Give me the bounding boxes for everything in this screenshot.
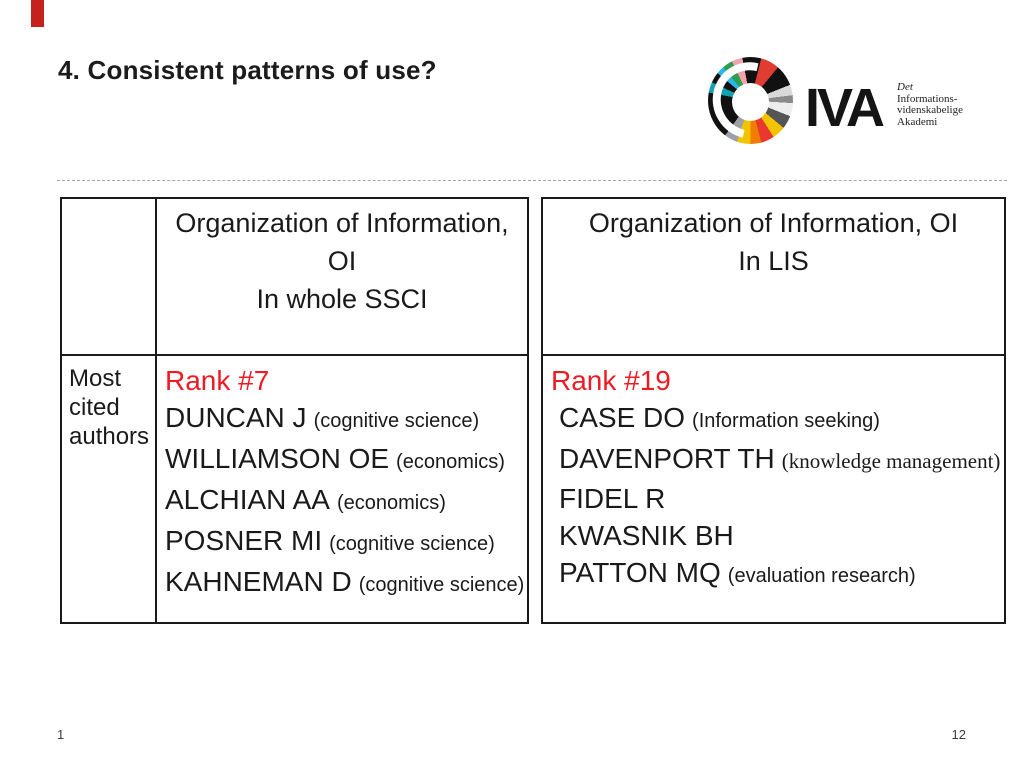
table-lis: Organization of Information, OI In LIS R… [541,197,1006,624]
author-name: DUNCAN J [165,402,307,433]
author-line: FIDEL R [551,480,1002,517]
author-name: CASE DO [559,402,686,433]
header-line: In whole SSCI [256,284,428,314]
rank-badge: Rank #7 [165,365,270,396]
header-line: In LIS [738,246,809,276]
author-line: KAHNEMAN D (cognitive science) [165,563,525,604]
author-line: ALCHIAN AA (economics) [165,481,525,522]
author-line: DAVENPORT TH(knowledge management) [551,440,1002,480]
author-name: ALCHIAN AA [165,484,330,515]
header-line: Organization of Information, OI [588,208,959,238]
slide-title: 4. Consistent patterns of use? [58,55,437,85]
author-note: (economics) [396,451,505,473]
author-name: PATTON MQ [559,557,721,588]
table-ssci-authors-cell: Rank #7 DUNCAN J (cognitive science) WILL… [157,356,527,622]
tagline-line: Informations- [897,92,958,105]
table-ssci-header-row: Organization of Information, OI In whole… [62,199,527,356]
table-ssci: Organization of Information, OI In whole… [60,197,529,624]
author-note: (evaluation research) [727,565,916,587]
author-note: (cognitive science) [313,410,480,432]
author-name: DAVENPORT TH [559,443,775,474]
author-note: (Information seeking) [692,410,880,432]
table-lis-authors-cell: Rank #19 CASE DO (Information seeking) DA… [543,356,1004,622]
ring-center-hole [732,83,769,121]
table-lis-header-cell: Organization of Information, OI In LIS [543,199,1004,354]
author-line: KWASNIK BH [551,517,1002,554]
author-note: (cognitive science) [358,574,525,596]
table-ssci-corner-cell [62,199,157,354]
iva-logo: IVA Det Informations- videnskabelige Aka… [698,47,1006,154]
table-lis-body-row: Rank #19 CASE DO (Information seeking) DA… [543,356,1004,622]
slide-accent-tab [31,0,44,27]
header-line: OI [327,246,357,276]
page-number-left: 1 [57,727,65,742]
header-line: Organization of Information, [175,208,509,238]
author-list: CASE DO (Information seeking) DAVENPORT T… [551,399,1002,595]
row-label-most-cited-authors: Most cited authors [62,356,157,622]
author-note: (cognitive science) [329,533,495,555]
table-ssci-header-cell: Organization of Information, OI In whole… [157,199,527,354]
author-name: FIDEL R [559,483,666,514]
author-note: (knowledge management) [781,449,1001,473]
iva-tagline: Det Informations- videnskabelige Akademi [897,81,963,128]
separator-line [57,180,1007,181]
author-name: KWASNIK BH [559,520,734,551]
author-line: DUNCAN J (cognitive science) [165,399,525,440]
author-line: WILLIAMSON OE (economics) [165,440,525,481]
author-name: WILLIAMSON OE [165,443,390,474]
page-number-right: 12 [951,727,966,742]
author-line: CASE DO (Information seeking) [551,399,1002,440]
author-name: POSNER MI [165,525,323,556]
author-list: DUNCAN J (cognitive science) WILLIAMSON O… [165,399,525,604]
author-note: (economics) [336,492,446,514]
table-ssci-body-row: Most cited authors Rank #7 DUNCAN J (cogn… [62,356,527,622]
author-line: POSNER MI (cognitive science) [165,522,525,563]
iva-brand-text: IVA [805,78,885,138]
tagline-line: Det [897,81,913,93]
iva-ring-icon [698,47,803,154]
tagline-line: videnskabelige [897,104,963,116]
author-name: KAHNEMAN D [165,566,352,597]
tagline-line: Akademi [897,115,938,128]
table-lis-header-row: Organization of Information, OI In LIS [543,199,1004,356]
rank-badge: Rank #19 [551,365,671,396]
author-line: PATTON MQ (evaluation research) [551,554,1002,595]
